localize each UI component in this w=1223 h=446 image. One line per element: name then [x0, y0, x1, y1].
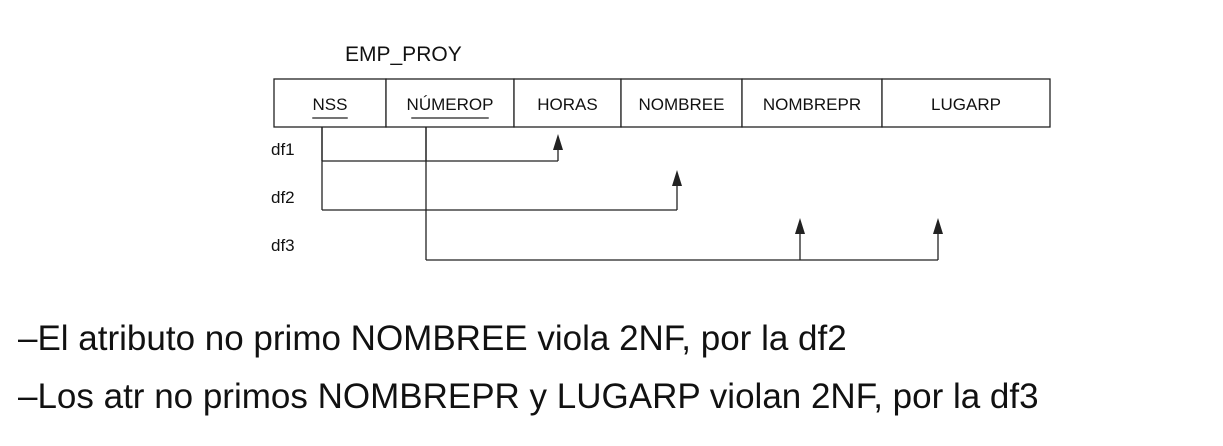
arrow-head-df3-nombrepr: [795, 218, 805, 234]
dependency-label-df1: df1: [271, 140, 295, 159]
dependency-label-df3: df3: [271, 236, 295, 255]
arrow-head-df3-lugarp: [933, 218, 943, 234]
attr-cell-numerop: [385, 78, 515, 128]
dependency-df1: [321, 127, 563, 162]
note-nombree-violation: –El atributo no primo NOMBREE viola 2NF,…: [18, 319, 847, 358]
attr-label-nombrepr: NOMBREPR: [763, 95, 861, 114]
notes: –El atributo no primo NOMBREE viola 2NF,…: [18, 310, 1218, 426]
arrow-head-df1-horas: [553, 134, 563, 150]
dependency-df2: [321, 127, 682, 211]
note-nombrepr-lugarp-violation: –Los atr no primos NOMBREPR y LUGARP vio…: [18, 377, 1039, 416]
dependency-diagram: EMP_PROY NSS NÚMEROP HORAS NOMBREE NOMBREPR L…: [271, 43, 1051, 261]
attr-label-nombree: NOMBREE: [639, 95, 725, 114]
attr-cell-horas: [513, 78, 622, 128]
attribute-row: NSS NÚMEROP HORAS NOMBREE NOMBREPR LUGARP: [273, 78, 1051, 128]
attr-label-horas: HORAS: [537, 95, 597, 114]
dependency-label-df2: df2: [271, 188, 295, 207]
attr-label-nss: NSS: [313, 95, 348, 114]
attr-cell-lugarp: [881, 78, 1051, 128]
attr-cell-nombree: [620, 78, 743, 128]
relation-name: EMP_PROY: [345, 43, 462, 66]
attr-label-numerop: NÚMEROP: [407, 95, 494, 114]
attr-label-lugarp: LUGARP: [931, 95, 1001, 114]
arrow-head-df2-nombree: [672, 170, 682, 186]
dependency-df3: [425, 127, 943, 261]
dependency-arrows: df1 df2 df3: [271, 127, 943, 261]
attr-cell-nss: [273, 78, 387, 128]
